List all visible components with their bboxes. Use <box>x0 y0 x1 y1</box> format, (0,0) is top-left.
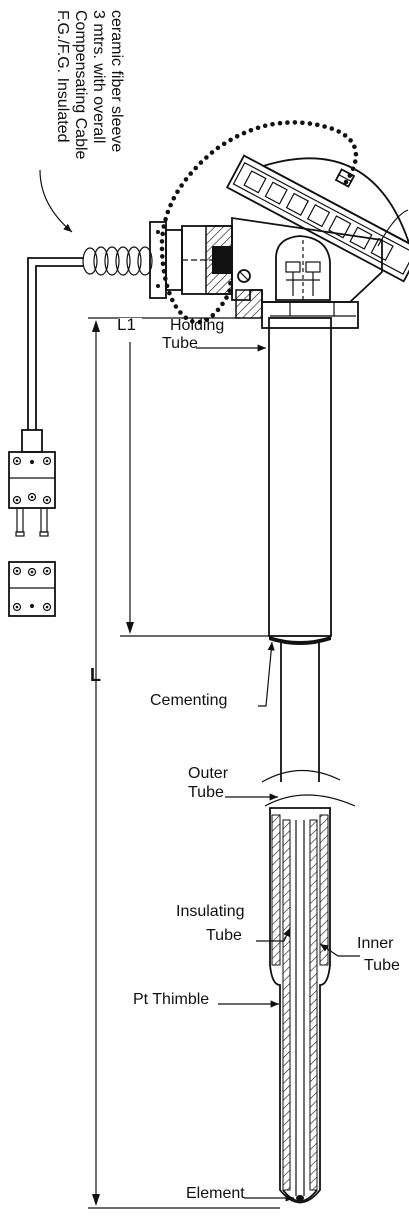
chain-bead <box>353 151 359 157</box>
chain-bead <box>164 283 170 289</box>
chain-bead <box>285 120 290 125</box>
chain-bead <box>277 120 283 126</box>
chain-bead <box>352 159 358 164</box>
chain-bead <box>175 189 180 195</box>
outer-tube <box>261 640 356 807</box>
chain-bead <box>315 122 320 128</box>
cable-note-line-3: 3 mtrs. with overall <box>90 10 107 143</box>
insulating-tube-label-1: Insulating <box>176 903 245 920</box>
chain-bead <box>292 120 298 125</box>
chain-bead <box>221 141 227 147</box>
chain-bead <box>228 137 233 143</box>
chain-bead <box>197 319 202 325</box>
terminal-head <box>225 154 409 329</box>
chain-bead <box>165 209 171 215</box>
inner-tube-label-1: Inner <box>357 935 394 952</box>
compensating-cable <box>27 246 153 430</box>
connector-plug <box>8 429 56 537</box>
outer-tube-label-1: Outer <box>188 765 229 782</box>
inner-tube-leader <box>319 943 360 957</box>
chain-bead <box>160 261 166 267</box>
chain-bead <box>262 123 268 129</box>
chain-bead <box>255 125 261 131</box>
inner-tube-label-2: Tube <box>364 957 400 974</box>
chain-bead <box>352 144 357 150</box>
chain-bead <box>224 295 229 300</box>
element-label: Element <box>186 1185 245 1202</box>
connector-socket <box>8 561 56 617</box>
holding-tube-label-2: Tube <box>162 335 198 352</box>
chain-bead <box>183 177 189 182</box>
chain-bead <box>234 134 240 139</box>
chain-bead <box>204 155 209 160</box>
chain-bead <box>270 122 275 127</box>
chain-bead <box>215 145 221 151</box>
chain-bead <box>160 254 165 259</box>
chain-bead <box>160 231 165 237</box>
chain-bead <box>220 301 225 307</box>
holding-tube <box>268 317 332 645</box>
chain-bead <box>329 126 335 131</box>
outer-tube-label-2: Tube <box>188 784 224 801</box>
chain-bead <box>198 160 204 165</box>
bead-chain <box>159 120 359 325</box>
l1-label-bg <box>118 318 142 342</box>
chain-bead <box>350 166 356 172</box>
chain-bead <box>347 173 353 178</box>
cable-note: F.G./F.G. Insulated Compensating Cable 3… <box>54 10 125 160</box>
holding-tube-label-1: Holding <box>170 317 224 334</box>
chain-bead <box>190 319 195 324</box>
chain-bead <box>342 133 348 138</box>
chain-bead <box>300 120 305 126</box>
dimension-lines <box>88 317 280 1209</box>
chain-bead <box>168 202 173 208</box>
thimble-assembly <box>269 807 331 1204</box>
chain-bead <box>163 216 168 222</box>
cementing-label: Cementing <box>150 692 227 709</box>
chain-bead <box>171 196 177 201</box>
callouts: Holding Tube Cementing Outer Tube Insula… <box>133 317 400 1202</box>
chain-bead <box>167 290 172 296</box>
chain-bead <box>188 171 193 176</box>
chain-bead <box>178 310 183 315</box>
chain-bead <box>227 288 232 294</box>
chain-bead <box>170 297 175 303</box>
insulating-tube-leader <box>256 927 291 942</box>
chain-bead <box>193 165 198 171</box>
insulating-tube-label-2: Tube <box>206 927 242 944</box>
chain-bead <box>209 150 215 155</box>
chain-bead <box>348 138 353 143</box>
chain-bead <box>173 304 179 309</box>
l1-label: L1 <box>117 315 136 334</box>
cementing-leader <box>258 641 275 707</box>
cable-note-line-1: F.G./F.G. Insulated <box>54 10 71 143</box>
chain-bead <box>159 246 165 252</box>
chain-bead <box>248 128 254 133</box>
chain-bead <box>159 239 165 244</box>
chain-bead <box>215 307 221 313</box>
l-label: L <box>90 665 101 685</box>
chain-bead <box>163 276 168 281</box>
chain-bead <box>322 124 327 129</box>
chain-bead <box>161 269 167 274</box>
chain-bead <box>210 313 216 318</box>
chain-bead <box>161 224 167 229</box>
cable-note-line-4: ceramic fiber sleeve <box>108 10 125 152</box>
chain-bead <box>307 121 313 126</box>
chain-bead <box>228 281 233 286</box>
cable-note-line-2: Compensating Cable <box>72 10 89 160</box>
cable-note-leader <box>39 169 73 233</box>
pt-thimble-label: Pt Thimble <box>133 991 209 1008</box>
chain-bead <box>241 130 247 136</box>
chain-bead <box>343 179 349 185</box>
chain-bead <box>179 183 184 188</box>
chain-bead <box>336 129 342 134</box>
